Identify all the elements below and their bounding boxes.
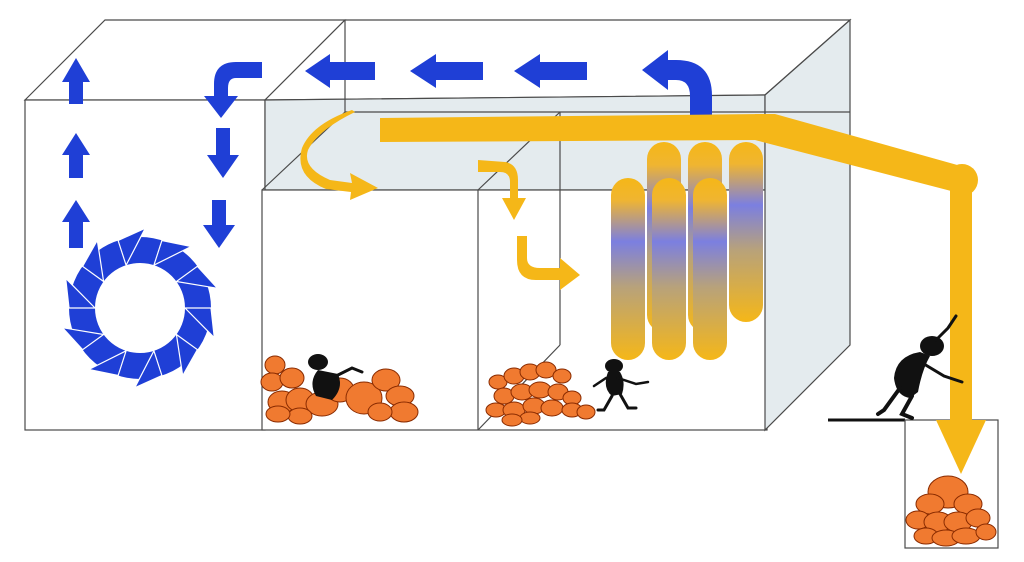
blue-arrow-icon: [62, 200, 90, 248]
pumpkin: [552, 368, 572, 384]
blue-arrow-icon: [642, 50, 712, 118]
pumpkin: [264, 355, 286, 375]
main-roof: [263, 19, 852, 101]
circular-fan-icon: [60, 226, 220, 390]
pumpkin: [519, 411, 541, 425]
pumpkin: [279, 367, 305, 389]
pumpkin: [540, 399, 564, 417]
fan-blade: [81, 238, 105, 283]
yellow-arrow-icon: [300, 110, 378, 200]
fan-blade: [175, 333, 199, 378]
warm-air-flow: [300, 110, 986, 474]
blue-arrow-icon: [207, 128, 239, 178]
pumpkin: [265, 405, 291, 423]
pumpkin-pile-icon: [485, 361, 596, 427]
pumpkin: [528, 381, 552, 399]
pumpkin-pile-icon: [905, 475, 997, 547]
blue-arrow-icon: [62, 133, 90, 178]
fan-blade: [152, 239, 194, 267]
heater-bank: [611, 142, 763, 360]
warm-duct-diagonal: [755, 114, 968, 192]
pumpkin: [260, 372, 284, 392]
blue-arrow-icon: [204, 62, 262, 118]
fan-blade: [64, 276, 97, 309]
fan-blade: [117, 226, 147, 267]
yellow-arrow-icon: [478, 160, 526, 220]
blue-arrow-icon: [305, 54, 375, 88]
pumpkin-pile-icon: [260, 355, 419, 425]
yellow-arrow-icon: [936, 420, 986, 474]
pumpkin: [287, 407, 313, 425]
pumpkin: [576, 404, 596, 420]
heater-tube-icon: [693, 178, 727, 360]
warm-duct-horizontal: [380, 114, 765, 142]
blue-arrow-icon: [62, 58, 90, 104]
pumpkin: [975, 523, 997, 541]
blue-arrow-icon: [203, 200, 235, 248]
pumpkin: [535, 361, 557, 379]
fan-blade: [86, 349, 128, 377]
pumpkin: [367, 402, 393, 422]
worker-figure-icon: [876, 314, 964, 420]
fan-blade: [60, 326, 106, 351]
pumpkin: [389, 401, 419, 423]
blue-arrow-icon: [410, 54, 483, 88]
fan-blade: [174, 265, 220, 290]
pumpkin: [501, 413, 523, 427]
cool-air-flow: [62, 50, 712, 248]
heater-tube-icon: [652, 178, 686, 360]
fan-blade: [133, 349, 163, 390]
pumpkin: [371, 368, 401, 392]
worker-figure-icon: [308, 354, 364, 400]
blue-arrow-icon: [514, 54, 587, 88]
heater-tube-icon: [729, 142, 763, 322]
yellow-arrow-icon: [517, 236, 580, 290]
worker-figure-icon: [592, 359, 650, 412]
warm-duct-vertical: [950, 180, 972, 425]
heater-tube-icon: [611, 178, 645, 360]
fan-blade: [183, 307, 216, 340]
